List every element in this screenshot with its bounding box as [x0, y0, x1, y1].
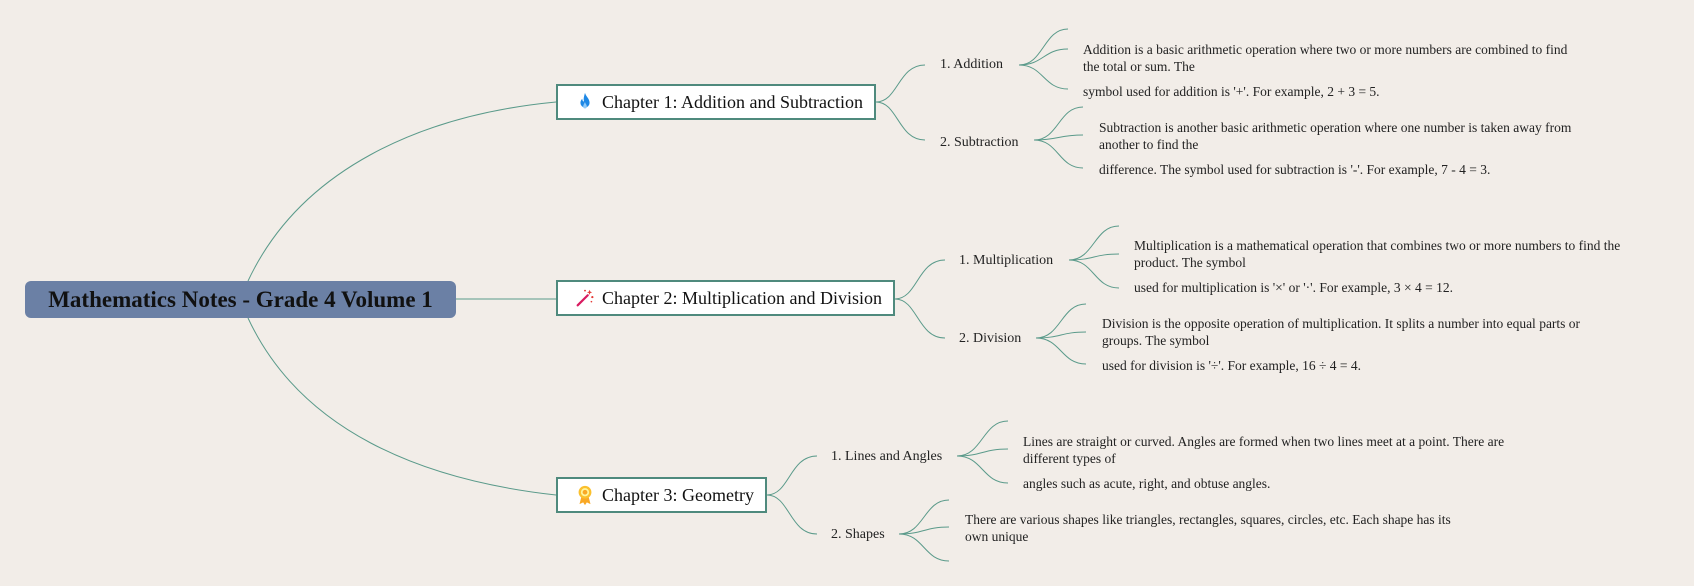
topic-lines-and-angles-description: Lines are straight or curved. Angles are… — [1023, 433, 1533, 491]
fan-addition-1 — [1018, 28, 1069, 66]
fan-lines-and-angles-2 — [956, 448, 1009, 457]
topic-division-description: Division is the opposite operation of mu… — [1102, 315, 1612, 373]
fan-subtraction-1 — [1033, 106, 1084, 141]
topic-multiplication-text: Multiplication is a mathematical operati… — [1134, 238, 1621, 270]
fan-shapes-1 — [898, 499, 950, 535]
link-root-chapter-3 — [247, 317, 557, 496]
fan-division-2 — [1035, 331, 1087, 339]
chapter-2-title: Chapter 2: Multiplication and Division — [602, 287, 882, 308]
fan-multiplication-3 — [1068, 259, 1120, 289]
link-chapter-1-subtraction — [875, 101, 926, 141]
link-root-chapter-1 — [247, 101, 557, 282]
fan-lines-and-angles-1 — [956, 420, 1009, 457]
chapter-3-node[interactable]: Chapter 3: Geometry — [556, 477, 767, 513]
fan-addition-2 — [1018, 48, 1069, 66]
fan-shapes-3 — [898, 533, 950, 562]
topic-division[interactable]: 2. Division — [959, 331, 1022, 346]
award-medal-icon — [574, 484, 596, 506]
fire-icon — [574, 91, 596, 113]
topic-lines-and-angles-text-tail: angles such as acute, right, and obtuse … — [1023, 476, 1271, 491]
topic-subtraction-text: Subtraction is another basic arithmetic … — [1099, 120, 1572, 152]
topic-subtraction[interactable]: 2. Subtraction — [940, 135, 1019, 150]
topic-addition-text-tail: symbol used for addition is '+'. For exa… — [1083, 84, 1380, 99]
topic-shapes[interactable]: 2. Shapes — [831, 527, 885, 542]
chapter-3-title: Chapter 3: Geometry — [602, 484, 754, 505]
link-chapter-2-multiplication — [894, 259, 946, 300]
link-chapter-3-shapes — [766, 494, 818, 535]
topic-division-text: Division is the opposite operation of mu… — [1102, 316, 1581, 348]
topic-subtraction-text-tail: difference. The symbol used for subtract… — [1099, 162, 1491, 177]
magic-wand-icon — [574, 287, 596, 309]
fan-division-3 — [1035, 337, 1087, 365]
fan-subtraction-2 — [1033, 134, 1084, 141]
topic-multiplication-description: Multiplication is a mathematical operati… — [1134, 237, 1649, 295]
topic-addition-description: Addition is a basic arithmetic operation… — [1083, 41, 1573, 99]
root-topic[interactable]: Mathematics Notes - Grade 4 Volume 1 — [25, 281, 456, 318]
topic-multiplication[interactable]: 1. Multiplication — [959, 253, 1054, 268]
fan-multiplication-2 — [1068, 253, 1120, 261]
topic-addition-text: Addition is a basic arithmetic operation… — [1083, 42, 1568, 74]
fan-multiplication-1 — [1068, 225, 1120, 261]
topic-lines-and-angles[interactable]: 1. Lines and Angles — [831, 449, 943, 464]
fan-addition-3 — [1018, 64, 1069, 90]
fan-subtraction-3 — [1033, 139, 1084, 169]
root-title: Mathematics Notes - Grade 4 Volume 1 — [48, 286, 433, 312]
fan-division-1 — [1035, 303, 1087, 339]
topic-lines-and-angles-text: Lines are straight or curved. Angles are… — [1023, 434, 1505, 466]
chapter-1-node[interactable]: Chapter 1: Addition and Subtraction — [556, 84, 876, 120]
topic-shapes-text: There are various shapes like triangles,… — [965, 512, 1451, 544]
topic-division-text-tail: used for division is '÷'. For example, 1… — [1102, 358, 1362, 373]
chapter-1-title: Chapter 1: Addition and Subtraction — [602, 91, 863, 112]
fan-shapes-2 — [898, 526, 950, 535]
topic-addition[interactable]: 1. Addition — [940, 57, 1004, 72]
link-chapter-2-division — [894, 298, 946, 339]
fan-lines-and-angles-3 — [956, 455, 1009, 484]
topic-shapes-description: There are various shapes like triangles,… — [965, 511, 1470, 545]
link-chapter-3-lines — [766, 455, 818, 496]
link-chapter-1-addition — [875, 64, 926, 103]
topic-subtraction-description: Subtraction is another basic arithmetic … — [1099, 119, 1599, 177]
topic-multiplication-text-tail: used for multiplication is '×' or '·'. F… — [1134, 280, 1454, 295]
chapter-2-node[interactable]: Chapter 2: Multiplication and Division — [556, 280, 895, 316]
